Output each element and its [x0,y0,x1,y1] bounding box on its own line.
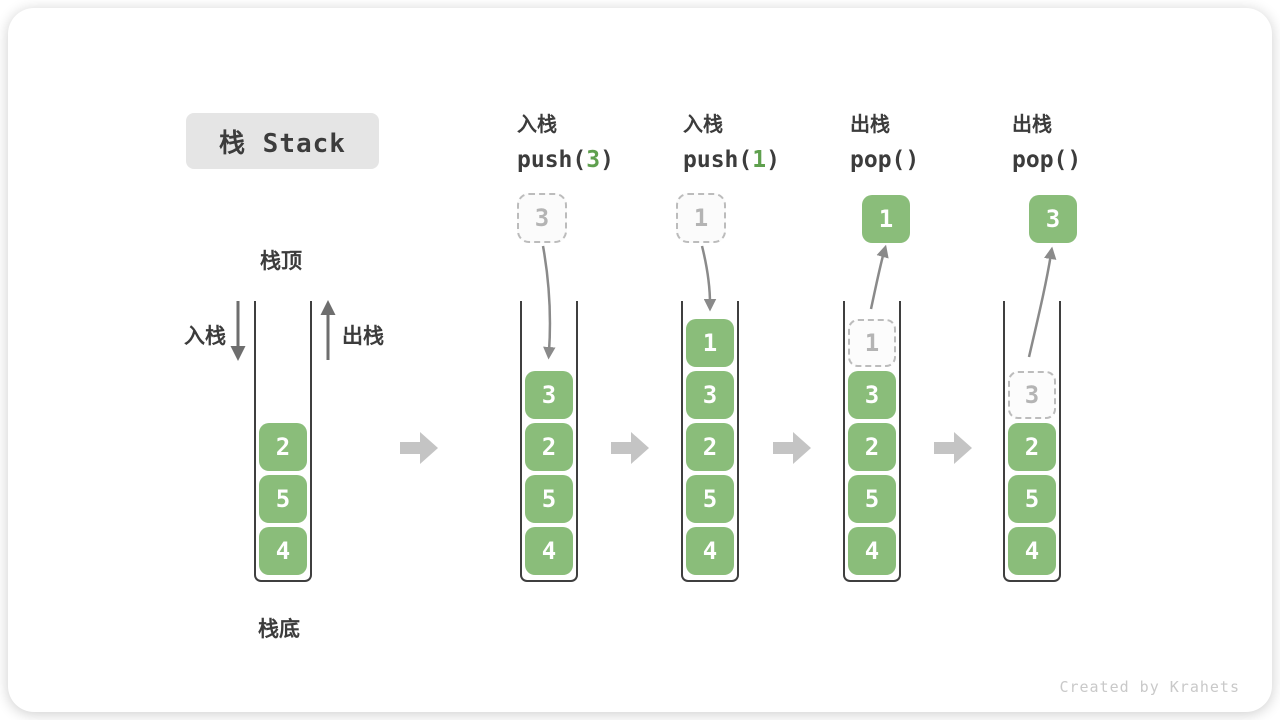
operation-code: push(1) [683,147,780,173]
stack-cell: 5 [1008,475,1056,523]
stack-cell-ghost: 1 [848,319,896,367]
push-value-cell: 1 [676,193,726,243]
stack-cell: 5 [525,475,573,523]
operation-cn-label: 入栈 [517,114,557,136]
stack-cell: 4 [848,527,896,575]
stack-cell: 5 [848,475,896,523]
stack-cell: 2 [1008,423,1056,471]
arrow-right-icon [611,432,649,464]
stack-cell: 2 [686,423,734,471]
operation-code: pop() [850,147,920,173]
operation-cn-label: 出栈 [850,114,890,136]
stack-cell: 4 [686,527,734,575]
operation-header-push1: 入栈 push(1) [683,108,843,173]
stack-top-label: 栈顶 [260,250,302,273]
title-badge: 栈 Stack [186,113,379,169]
stack-cell: 5 [259,475,307,523]
push-direction-label: 入栈 [184,325,226,348]
stack-cell: 3 [848,371,896,419]
popped-value-cell: 1 [862,195,910,243]
stack-cell: 2 [848,423,896,471]
push-arg: 1 [752,147,767,173]
operation-cn-label: 入栈 [683,114,723,136]
push-arrow-icon [700,245,717,312]
stack-cell: 4 [525,527,573,575]
operation-code: pop() [1012,147,1082,173]
pop-direction-label: 出栈 [342,325,384,348]
push-value-cell: 3 [517,193,567,243]
stack-cell: 5 [686,475,734,523]
arrow-right-icon [934,432,972,464]
stack-cell: 2 [259,423,307,471]
stack-bottom-label: 栈底 [258,618,300,641]
push-arg: 3 [586,147,601,173]
operation-header-push3: 入栈 push(3) [517,108,677,173]
stack-cell: 2 [525,423,573,471]
operation-header-pop2: 出栈 pop() [1012,108,1172,173]
stack-cell-ghost: 3 [1008,371,1056,419]
stack-cell: 3 [686,371,734,419]
popped-value-cell: 3 [1029,195,1077,243]
arrow-right-icon [400,432,438,464]
operation-cn-label: 出栈 [1012,114,1052,136]
watermark: Created by Krahets [1059,678,1240,696]
arrow-right-icon [773,432,811,464]
operation-code: push(3) [517,147,614,173]
operation-header-pop1: 出栈 pop() [850,108,1010,173]
stack-cell: 4 [259,527,307,575]
stack-cell: 3 [525,371,573,419]
stack-cell: 4 [1008,527,1056,575]
stack-cell: 1 [686,319,734,367]
